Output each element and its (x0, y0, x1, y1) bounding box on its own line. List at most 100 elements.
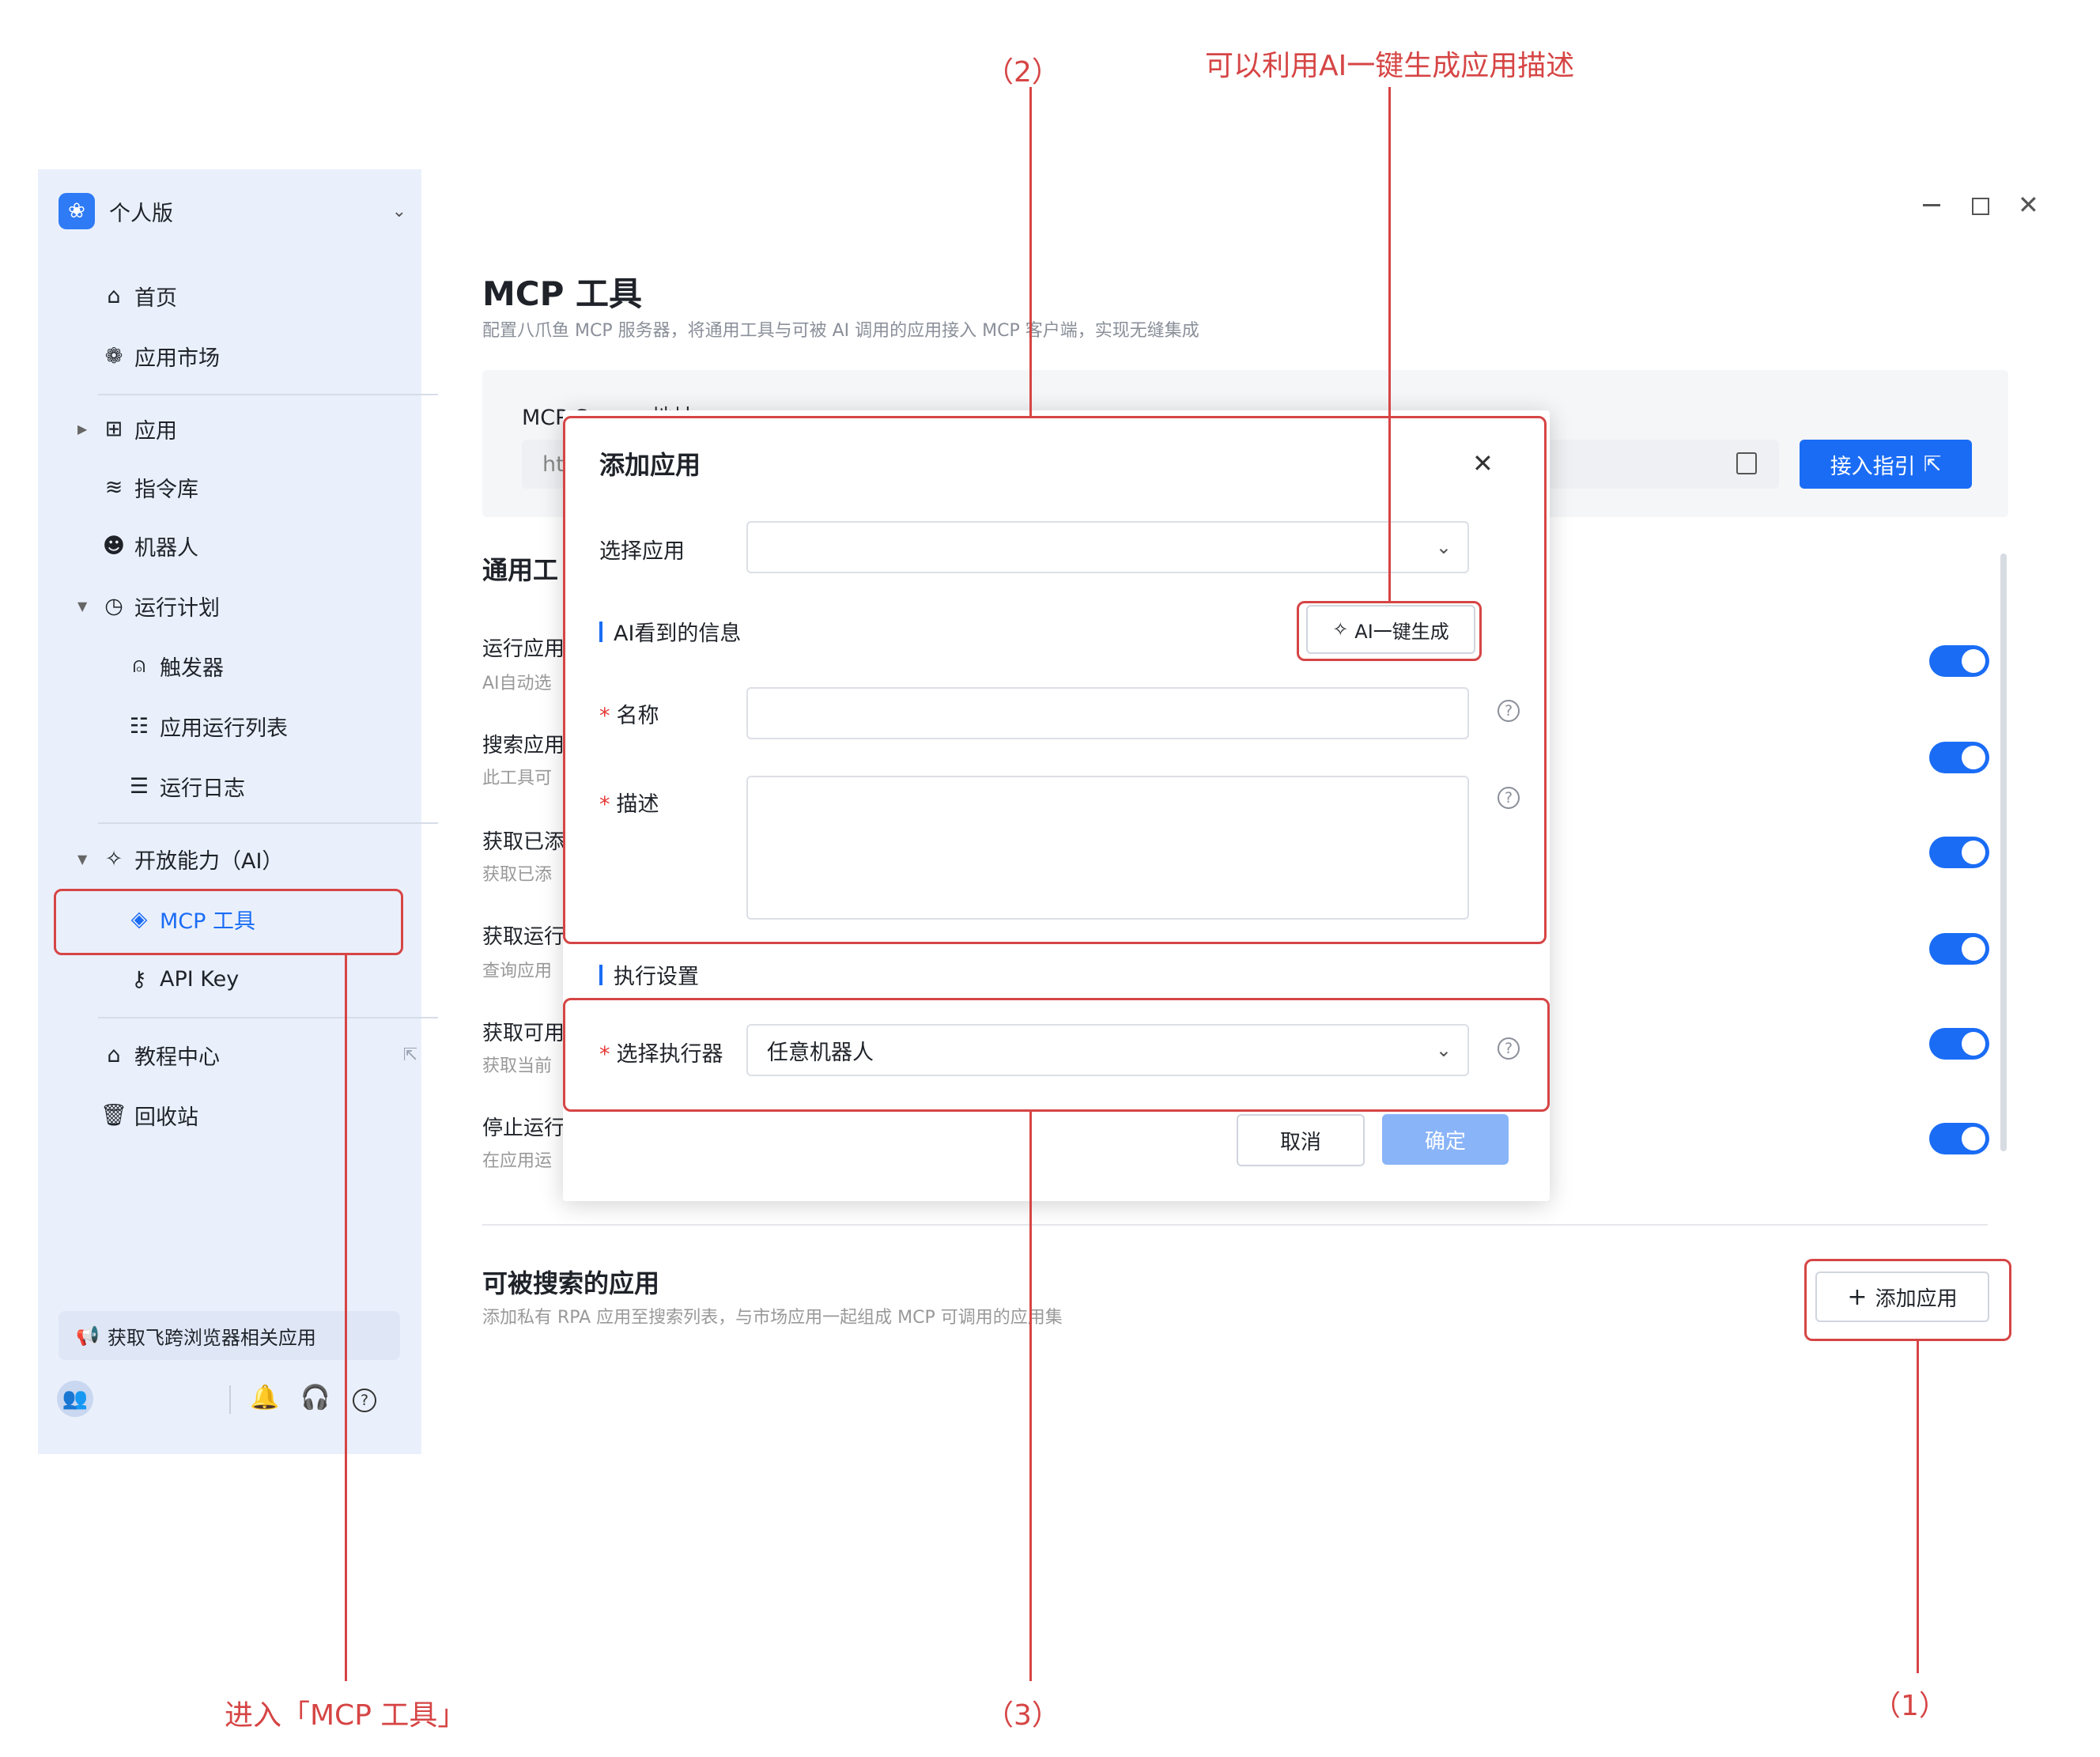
sidebar-item-triggers[interactable]: ⍝ 触发器 (127, 642, 224, 690)
help-icon[interactable]: ? (1498, 787, 1520, 809)
add-app-label: 添加应用 (1875, 1287, 1958, 1311)
executor-label-text: 选择执行器 (616, 1042, 723, 1067)
help-icon[interactable]: ? (1498, 700, 1520, 722)
sidebar-item-home[interactable]: ⌂ 首页 (101, 272, 177, 319)
ai-generate-button[interactable]: ✧ AI一键生成 (1306, 605, 1475, 654)
name-field[interactable] (746, 687, 1469, 739)
ai-info-section-title: AI看到的信息 (599, 616, 741, 647)
add-app-dialog: 添加应用 ✕ 选择应用 ⌄ AI看到的信息 ✧ AI一键生成 *名称 ? *描述… (563, 410, 1550, 1201)
page-title: MCP 工具 (482, 274, 643, 313)
sidebar-item-tutorial[interactable]: ⌂ 教程中心 ⇱ (101, 1031, 417, 1079)
sidebar-item-run-log[interactable]: ☰ 运行日志 (127, 762, 245, 810)
sidebar-item-open-ai[interactable]: ▼ ✧ 开放能力（AI） (77, 835, 284, 882)
sidebar-item-label: 教程中心 (134, 1045, 220, 1070)
chevron-down-icon: ⌄ (1435, 1039, 1452, 1061)
bell-icon[interactable]: 🔔 (250, 1384, 280, 1411)
external-link-icon: ⇱ (1923, 452, 1942, 477)
workspace-name: 个人版 (109, 201, 173, 226)
select-app-dropdown[interactable]: ⌄ (746, 521, 1469, 573)
external-link-icon: ⇱ (402, 1045, 417, 1065)
promo-text: 获取飞跨浏览器相关应用 (107, 1326, 316, 1349)
annotation-line (345, 955, 347, 1681)
help-icon[interactable]: ? (1498, 1037, 1520, 1060)
exec-title-text: 执行设置 (614, 965, 699, 989)
scrollbar[interactable] (2000, 554, 2007, 1151)
sidebar-item-trash[interactable]: 🗑 回收站 (100, 1091, 198, 1139)
copy-icon[interactable] (1736, 452, 1757, 474)
key-icon: ⚷ (131, 966, 147, 992)
tool-name: 运行应用 (482, 637, 565, 661)
sparkle-icon: ✧ (104, 846, 123, 871)
close-icon[interactable]: ✕ (1472, 448, 1494, 478)
tool-toggle[interactable] (1929, 645, 1989, 677)
section-tools-title: 通用工 (482, 555, 559, 585)
tool-name: 获取运行 (482, 925, 565, 949)
name-label: *名称 (599, 704, 659, 728)
sidebar-item-apps[interactable]: ▶ ⊞ 应用 (77, 405, 177, 452)
executor-value: 任意机器人 (767, 1040, 874, 1065)
desc-textarea[interactable] (746, 776, 1469, 920)
tool-toggle[interactable] (1929, 1028, 1989, 1060)
dialog-title: 添加应用 (599, 450, 701, 480)
tool-toggle[interactable] (1929, 742, 1989, 773)
annotation-label-2: （2） (985, 56, 1060, 89)
caret-down-icon: ▼ (77, 598, 88, 614)
cancel-button[interactable]: 取消 (1237, 1114, 1365, 1166)
tool-desc: 在应用运 (482, 1151, 553, 1171)
tool-desc: 此工具可 (482, 769, 553, 788)
tool-toggle[interactable] (1929, 1123, 1989, 1154)
annotation-box-ai-generate (1297, 601, 1482, 661)
annotation-box-executor (563, 998, 1550, 1112)
bottom-divider (229, 1385, 231, 1414)
annotation-line (1917, 1341, 1919, 1673)
annotation-box-modal-info (563, 416, 1547, 944)
maximize-icon[interactable] (1972, 198, 1989, 215)
sidebar-item-commands[interactable]: ≋ 指令库 (101, 463, 198, 511)
mcp-icon: ◈ (130, 906, 148, 931)
guide-button[interactable]: 接入指引 ⇱ (1800, 440, 1972, 489)
minimize-icon[interactable] (1923, 204, 1940, 206)
annotation-label-1: （1） (1872, 1690, 1947, 1722)
confirm-label: 确定 (1424, 1129, 1466, 1154)
server-url-value: ht (542, 452, 565, 477)
add-app-button[interactable]: + 添加应用 (1815, 1271, 1989, 1322)
tool-name: 获取可用 (482, 1022, 565, 1045)
caret-down-icon: ▼ (77, 851, 88, 867)
sidebar-item-schedule[interactable]: ▼ ◷ 运行计划 (77, 582, 220, 629)
sidebar-item-label: 应用 (134, 418, 177, 444)
confirm-button[interactable]: 确定 (1382, 1114, 1509, 1165)
annotation-label-3: （3） (985, 1699, 1060, 1732)
layers-icon: ≋ (104, 474, 123, 500)
annotation-line (1029, 1112, 1032, 1681)
tool-toggle[interactable] (1929, 837, 1989, 868)
caret-right-icon: ▶ (77, 421, 88, 436)
tool-name: 获取已添 (482, 830, 565, 854)
promo-banner[interactable]: 📢 获取飞跨浏览器相关应用 (59, 1311, 400, 1360)
sidebar-item-market[interactable]: ❁ 应用市场 (101, 332, 220, 380)
executor-dropdown[interactable]: 任意机器人 ⌄ (746, 1024, 1469, 1076)
help-icon[interactable]: ? (353, 1389, 376, 1412)
close-icon[interactable]: ✕ (2018, 190, 2039, 220)
workspace-switcher[interactable]: ❀ 个人版 ⌄ (59, 191, 406, 231)
tool-toggle[interactable] (1929, 933, 1989, 965)
annotation-box-add-app (1804, 1259, 2011, 1341)
tool-desc: 获取已添 (482, 865, 553, 885)
sidebar-divider (98, 1017, 438, 1018)
guide-button-label: 接入指引 (1830, 454, 1916, 479)
sidebar-item-mcp[interactable]: ◈ MCP 工具 (127, 895, 255, 943)
tool-name: 停止运行 (482, 1117, 565, 1140)
sidebar-item-robots[interactable]: ☻ 机器人 (101, 522, 198, 569)
annotation-line (1388, 87, 1391, 603)
sparkle-icon: ✧ (1332, 618, 1349, 640)
sidebar-item-label: 应用市场 (134, 346, 220, 371)
trigger-icon: ⍝ (132, 653, 146, 678)
sidebar-item-label: 开放能力（AI） (134, 848, 284, 874)
sidebar-item-api-key[interactable]: ⚷ API Key (127, 955, 239, 1003)
headset-icon[interactable]: 🎧 (300, 1384, 330, 1411)
sidebar-item-run-list[interactable]: ☷ 应用运行列表 (127, 702, 288, 750)
annotation-box-mcp (54, 889, 403, 955)
avatar[interactable]: 👥 (57, 1381, 93, 1417)
sidebar-item-label: API Key (160, 966, 240, 992)
tool-desc: 查询应用 (482, 962, 553, 981)
exec-section-title: 执行设置 (599, 959, 699, 990)
